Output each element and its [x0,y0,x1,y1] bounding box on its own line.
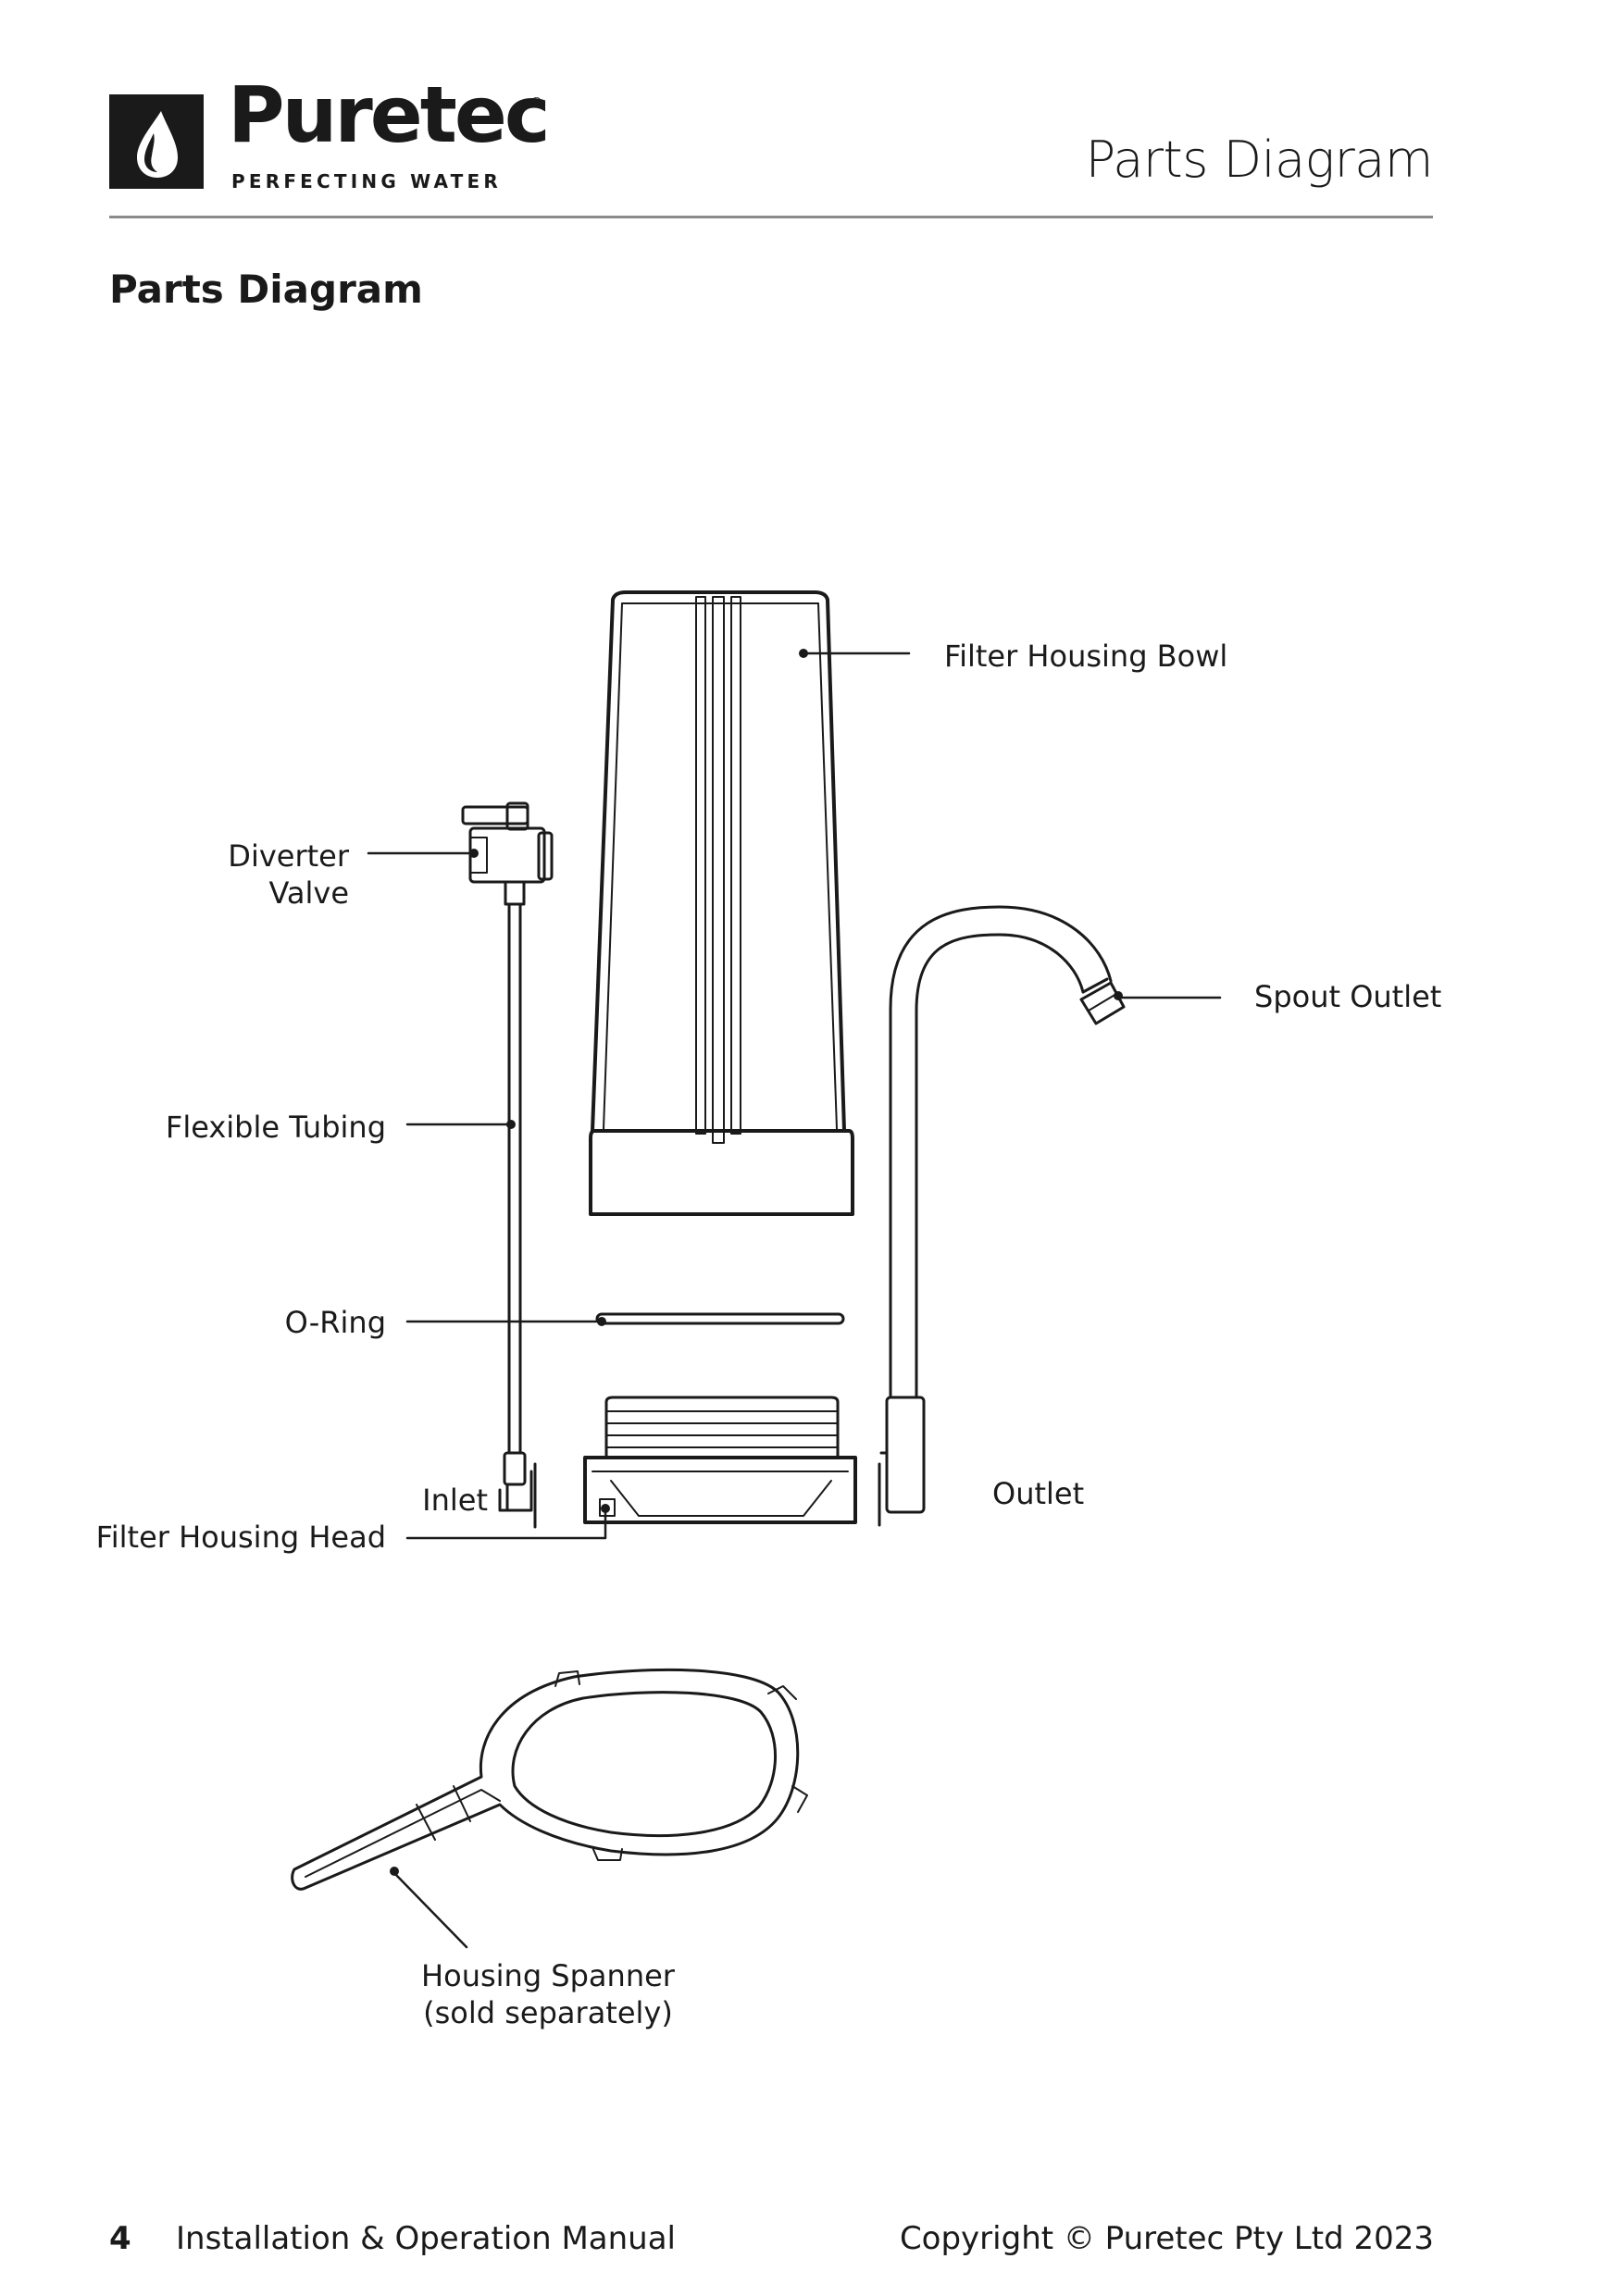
filter-housing-bowl [589,590,854,1216]
label-o-ring: O-Ring [284,1305,386,1340]
o-ring [595,1312,845,1325]
footer-manual-title: Installation & Operation Manual [176,2220,676,2257]
flexible-tubing [498,902,537,1529]
spout-outlet [878,905,1126,1527]
label-diverter-valve-line1: Diverter [228,838,349,874]
filter-housing-head [583,1396,857,1524]
housing-spanner [291,1668,808,1891]
brand-tagline: PERFECTING WATER [231,170,502,192]
label-spout-outlet: Spout Outlet [1254,979,1442,1014]
footer-copyright: Copyright © Puretec Pty Ltd 2023 [899,2220,1434,2257]
leader-filter-housing-head [405,1508,607,1540]
label-diverter-valve-line2: Valve [268,875,349,911]
label-filter-housing-bowl: Filter Housing Bowl [944,639,1228,674]
leader-dots [390,649,1123,1876]
brand-registered-mark: ® [529,94,543,111]
label-flexible-tubing: Flexible Tubing [165,1110,386,1145]
label-outlet: Outlet [992,1476,1085,1511]
water-drop-icon [109,94,204,189]
leader-lines [367,652,1222,1949]
label-housing-spanner-line2: (sold separately) [423,1995,673,2030]
label-inlet: Inlet [422,1483,488,1518]
page-number: 4 [109,2220,131,2257]
label-filter-housing-head: Filter Housing Head [95,1520,386,1555]
brand-name: Puretec [228,69,551,160]
section-heading: Parts Diagram [109,267,423,312]
brand-logo-mark [109,94,204,189]
header-divider [109,216,1433,218]
page-title: Parts Diagram [1085,130,1434,189]
label-housing-spanner-line1: Housing Spanner [421,1958,675,1993]
leader-housing-spanner [392,1871,468,1949]
